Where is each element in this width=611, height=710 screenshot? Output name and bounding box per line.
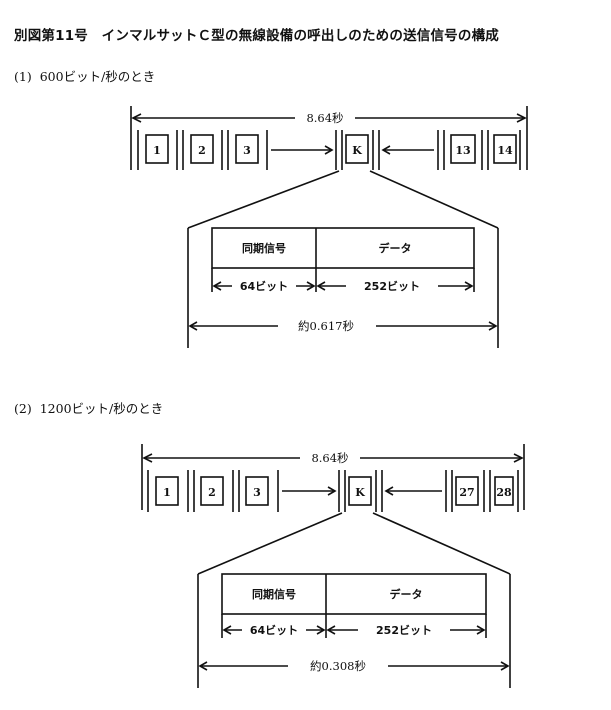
case-1-frame-box	[145, 134, 169, 164]
case-2-heading: (2) 1200ビット/秒のとき	[14, 398, 163, 417]
case-2-span-arrowhead-left	[142, 453, 153, 463]
case-2-bits-arrowhead	[476, 625, 486, 635]
case-1-zoom-line-left	[187, 170, 340, 229]
case-1-bits-arrowhead	[316, 281, 326, 291]
case-2-frame-label: 3	[253, 486, 261, 499]
case-2-packet-span-arrowhead	[500, 661, 510, 671]
case-1-frame-label: 2	[198, 144, 206, 157]
case-1-bits-arrowhead	[464, 281, 474, 291]
case-1-field-sync: 同期信号	[242, 241, 286, 255]
case-1-bits-arrowhead	[306, 281, 316, 291]
case-1-packet-duration: 約0.617秒	[298, 319, 354, 333]
case-1-frame-label: 13	[455, 144, 470, 157]
case-2-frame-label: 1	[163, 486, 171, 499]
page-title: 別図第11号 インマルサットＣ型の無線設備の呼出しのための送信信号の構成	[14, 28, 499, 44]
case-1-frame-label: 1	[153, 144, 161, 157]
case-2-frame-duration: 8.64秒	[311, 451, 348, 465]
case-1-bits-arrowhead	[212, 281, 222, 291]
case-2-frame-box	[455, 476, 479, 506]
case-1-frame-box	[493, 134, 517, 164]
case-2-field-length: 64ビット	[250, 623, 298, 637]
case-1-packet-box	[211, 227, 475, 269]
case-2-zoom-line-right	[372, 512, 511, 575]
case-1-span-arrowhead-left	[131, 113, 142, 123]
case-2-number: (2)	[14, 401, 32, 416]
case-1-frame-box	[450, 134, 476, 164]
case-2-diagram: 8.64秒 1 2 3 K 27 28 同期信号 データ 64ビット 252ビッ…	[141, 444, 525, 688]
case-1-ellipsis-arrowhead-left	[324, 145, 334, 155]
case-2-frame-label: K	[355, 486, 365, 499]
case-2-packet-box	[221, 573, 487, 615]
case-1-frame-box	[235, 134, 259, 164]
case-1-frame-label: K	[352, 144, 362, 157]
case-2-field-sync: 同期信号	[252, 587, 296, 601]
case-1-number: (1)	[14, 69, 32, 84]
case-1-frame-box	[190, 134, 214, 164]
case-2-frame-box	[200, 476, 224, 506]
case-2-frame-label: 27	[459, 486, 474, 499]
case-2-ellipsis-arrowhead-right	[384, 486, 394, 496]
case-2-frame-label: 2	[208, 486, 216, 499]
case-2-ellipsis-arrowhead-left	[327, 486, 337, 496]
case-1-label: 600ビット/秒のとき	[39, 69, 156, 84]
case-2-zoom-line-left	[197, 512, 343, 575]
case-1-field-length: 64ビット	[240, 279, 288, 293]
case-2-label: 1200ビット/秒のとき	[39, 401, 164, 416]
case-1-zoom-line-right	[369, 170, 499, 229]
case-2-frame-box	[155, 476, 179, 506]
case-1-field-length: 252ビット	[364, 279, 420, 293]
case-1-ellipsis-arrowhead-right	[381, 145, 391, 155]
case-2-packet-span-arrowhead	[198, 661, 208, 671]
case-2-packet-duration: 約0.308秒	[310, 659, 366, 673]
case-2-field-length: 252ビット	[376, 623, 432, 637]
case-2-frame-box	[494, 476, 514, 506]
case-2-span-arrowhead-right	[513, 453, 524, 463]
case-2-frame-box-k	[348, 476, 372, 506]
case-1-frame-duration: 8.64秒	[306, 111, 343, 125]
case-1-packet-span-arrowhead	[188, 321, 198, 331]
case-2-field-data: データ	[390, 587, 423, 601]
case-1-heading: (1) 600ビット/秒のとき	[14, 66, 155, 85]
case-1-packet-span-arrowhead	[488, 321, 498, 331]
case-1-field-data: データ	[379, 241, 412, 255]
case-2-bits-arrowhead	[222, 625, 232, 635]
case-2-bits-arrowhead	[316, 625, 326, 635]
case-1-frame-box-k	[345, 134, 369, 164]
case-2-frame-label: 28	[496, 486, 512, 499]
case-2-bits-arrowhead	[326, 625, 336, 635]
case-1-diagram: 8.64秒 1 2 3 K 13 14 同期信号 データ 64ビット 252ビッ…	[130, 106, 528, 348]
case-2-frame-box	[245, 476, 269, 506]
case-1-span-arrowhead-right	[516, 113, 527, 123]
case-1-frame-label: 14	[497, 144, 513, 157]
case-1-frame-label: 3	[243, 144, 251, 157]
